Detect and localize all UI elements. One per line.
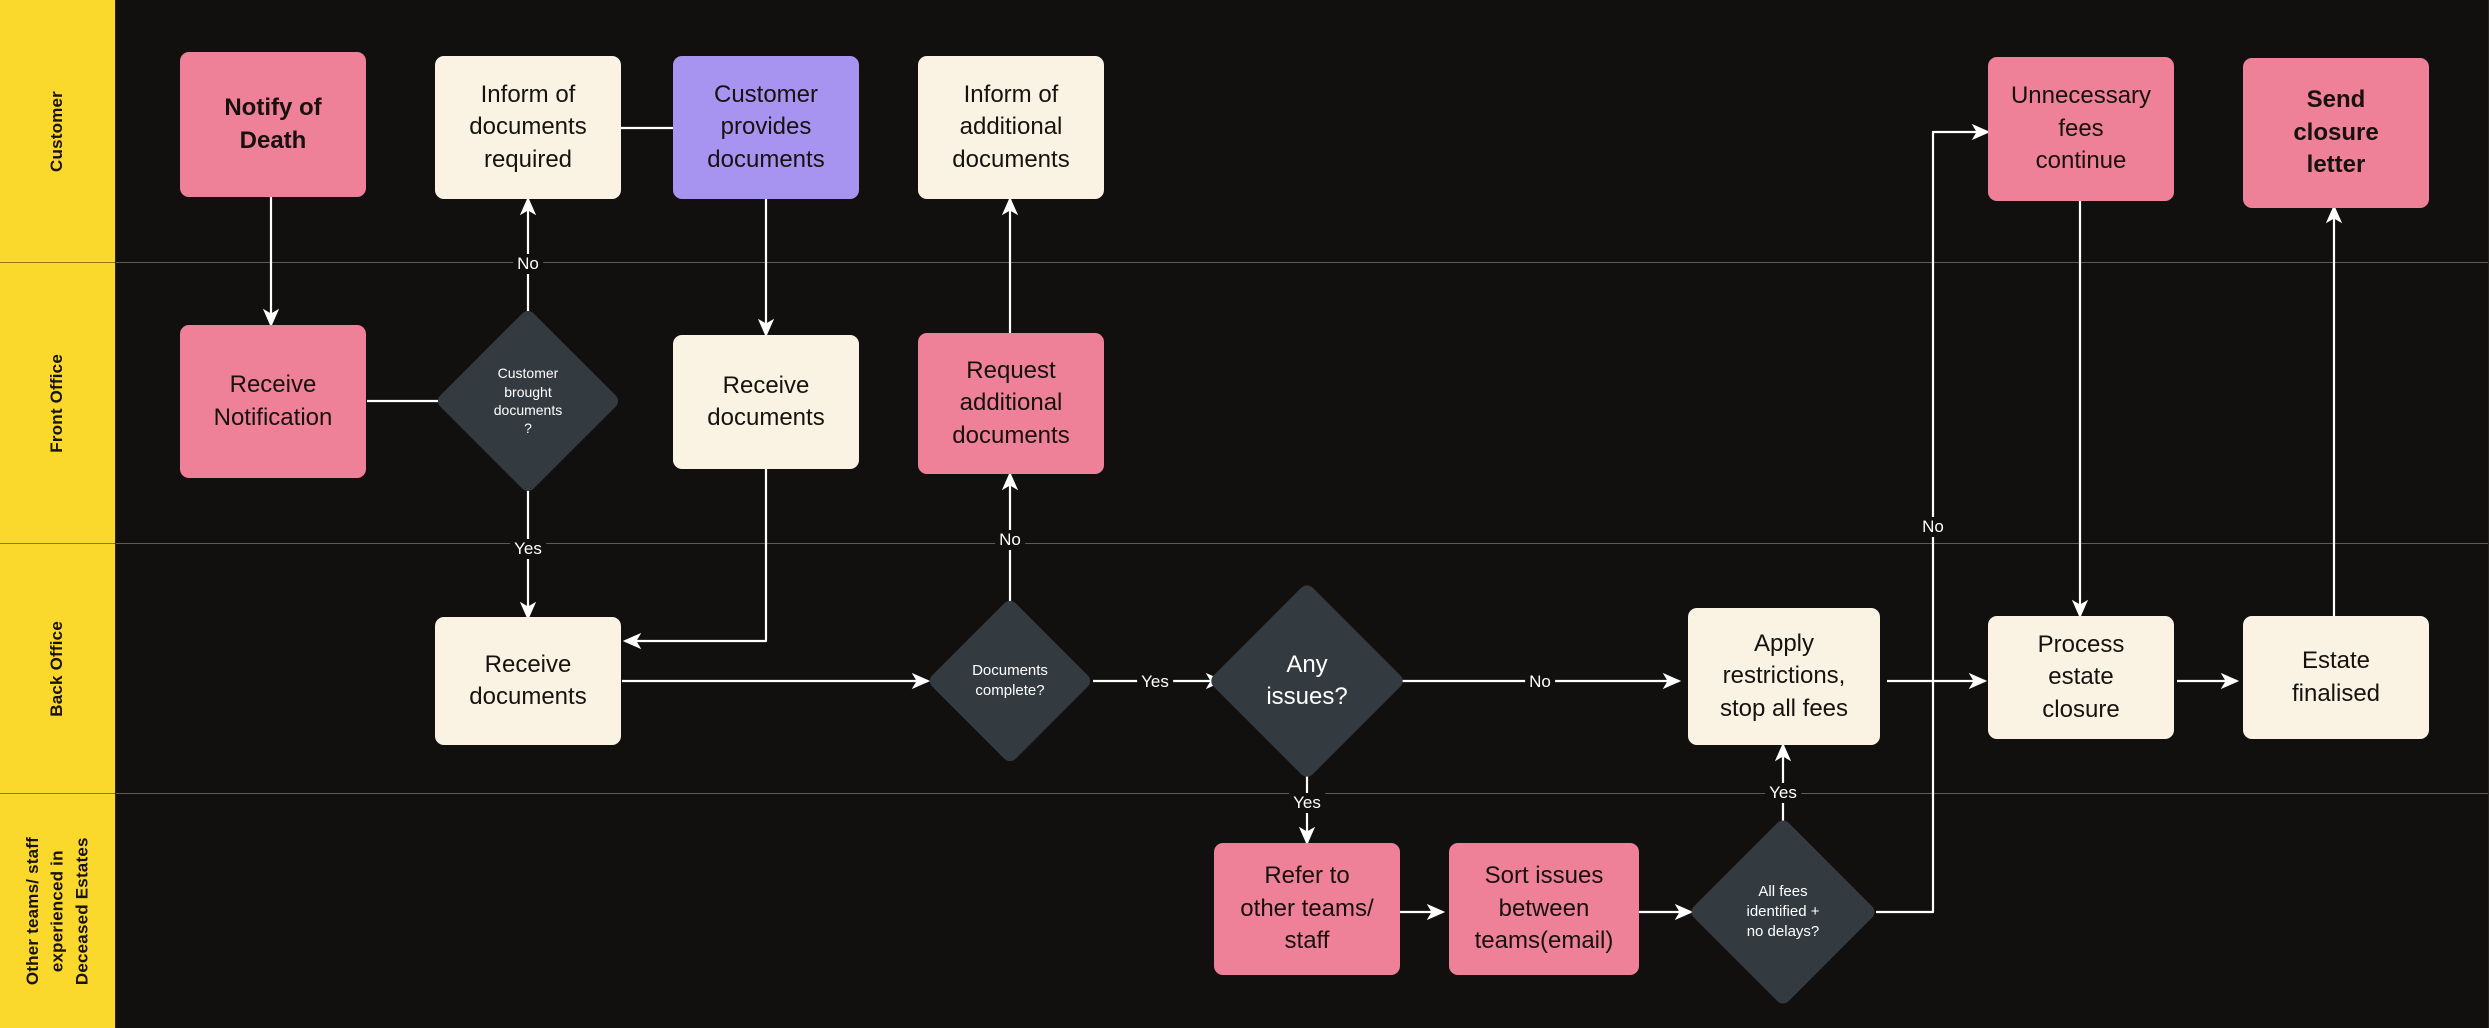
node-process-estate-closure[interactable]: Process estate closure	[1988, 616, 2174, 739]
lane-label-back-office: Back Office	[47, 620, 67, 717]
node-all-fees-identified-decision[interactable]: All fees identified + no delays?	[1688, 817, 1878, 1007]
node-label: Receive Notification	[213, 371, 333, 431]
node-receive-documents-back[interactable]: Receive documents	[435, 617, 621, 745]
lane-header-front-office: Front Office	[0, 263, 115, 543]
node-label: Receive documents	[469, 650, 587, 710]
node-sort-issues-between-teams[interactable]: Sort issues between teams(email)	[1449, 843, 1639, 975]
edge-label-no-4: No	[1918, 517, 1948, 537]
node-label: Estate finalised	[2291, 647, 2381, 707]
edge-label-yes-4: Yes	[1765, 783, 1801, 803]
lane-header-other-teams: Other teams/ staff experienced in Deceas…	[0, 794, 115, 1028]
node-label: Request additional documents	[952, 356, 1070, 449]
lane-header-divider-3	[0, 793, 115, 794]
lane-divider-1	[0, 262, 2489, 263]
edge-label-yes-2: Yes	[1137, 672, 1173, 692]
node-inform-of-documents-required[interactable]: Inform of documents required	[435, 56, 621, 199]
lane-divider-3	[0, 793, 2489, 794]
lane-label-customer: Customer	[47, 90, 67, 172]
edge-label-yes-3: Yes	[1289, 793, 1325, 813]
edge-label-yes-1: Yes	[510, 539, 546, 559]
node-label: Apply restrictions, stop all fees	[1719, 629, 1849, 722]
node-apply-restrictions-stop-all-fees[interactable]: Apply restrictions, stop all fees	[1688, 608, 1880, 745]
lane-header-customer: Customer	[0, 0, 115, 262]
edge-label-no-1: No	[513, 254, 543, 274]
node-refer-to-other-teams-staff[interactable]: Refer to other teams/ staff	[1214, 843, 1400, 975]
node-label: Process estate closure	[2037, 630, 2125, 723]
node-request-additional-documents[interactable]: Request additional documents	[918, 333, 1104, 474]
node-customer-provides-documents[interactable]: Customer provides documents	[673, 56, 859, 199]
node-label: Send closure letter	[2293, 86, 2379, 179]
node-estate-finalised[interactable]: Estate finalised	[2243, 616, 2429, 739]
lane-header-back-office: Back Office	[0, 544, 115, 793]
node-label: Notify of Death	[224, 94, 322, 154]
node-send-closure-letter[interactable]: Send closure letter	[2243, 58, 2429, 208]
node-label: Inform of documents required	[469, 80, 587, 173]
lane-header-edge	[115, 0, 116, 1028]
lane-label-other-teams: Other teams/ staff experienced in Deceas…	[22, 836, 91, 986]
node-label: All fees identified + no delays?	[1746, 883, 1820, 940]
node-receive-documents-front[interactable]: Receive documents	[673, 335, 859, 469]
node-notify-of-death[interactable]: Notify of Death	[180, 52, 366, 197]
edge-label-no-3: No	[1525, 672, 1555, 692]
edge-label-no-2: No	[995, 530, 1025, 550]
node-label: Documents complete?	[972, 662, 1048, 699]
node-documents-complete-decision[interactable]: Documents complete?	[926, 597, 1094, 765]
node-label: Sort issues between teams(email)	[1474, 862, 1614, 955]
lane-header-divider-1	[0, 262, 115, 263]
node-label: Customer brought documents ?	[493, 365, 563, 437]
node-receive-notification[interactable]: Receive Notification	[180, 325, 366, 478]
node-customer-brought-documents-decision[interactable]: Customer brought documents ?	[434, 307, 622, 495]
node-label: Refer to other teams/ staff	[1240, 862, 1374, 955]
edge-receive-docs-front-to-receive-docs-back	[622, 469, 768, 650]
node-unnecessary-fees-continue[interactable]: Unnecessary fees continue	[1988, 57, 2174, 201]
node-label: Receive documents	[707, 371, 825, 431]
node-inform-of-additional-documents[interactable]: Inform of additional documents	[918, 56, 1104, 199]
node-label: Any issues?	[1266, 651, 1348, 710]
node-any-issues-decision[interactable]: Any issues?	[1208, 582, 1406, 780]
lane-header-divider-2	[0, 543, 115, 544]
lane-divider-2	[0, 543, 2489, 544]
node-label: Customer provides documents	[707, 80, 825, 173]
node-label: Unnecessary fees continue	[2010, 82, 2152, 175]
node-label: Inform of additional documents	[952, 80, 1070, 173]
lane-label-front-office: Front Office	[47, 353, 67, 453]
